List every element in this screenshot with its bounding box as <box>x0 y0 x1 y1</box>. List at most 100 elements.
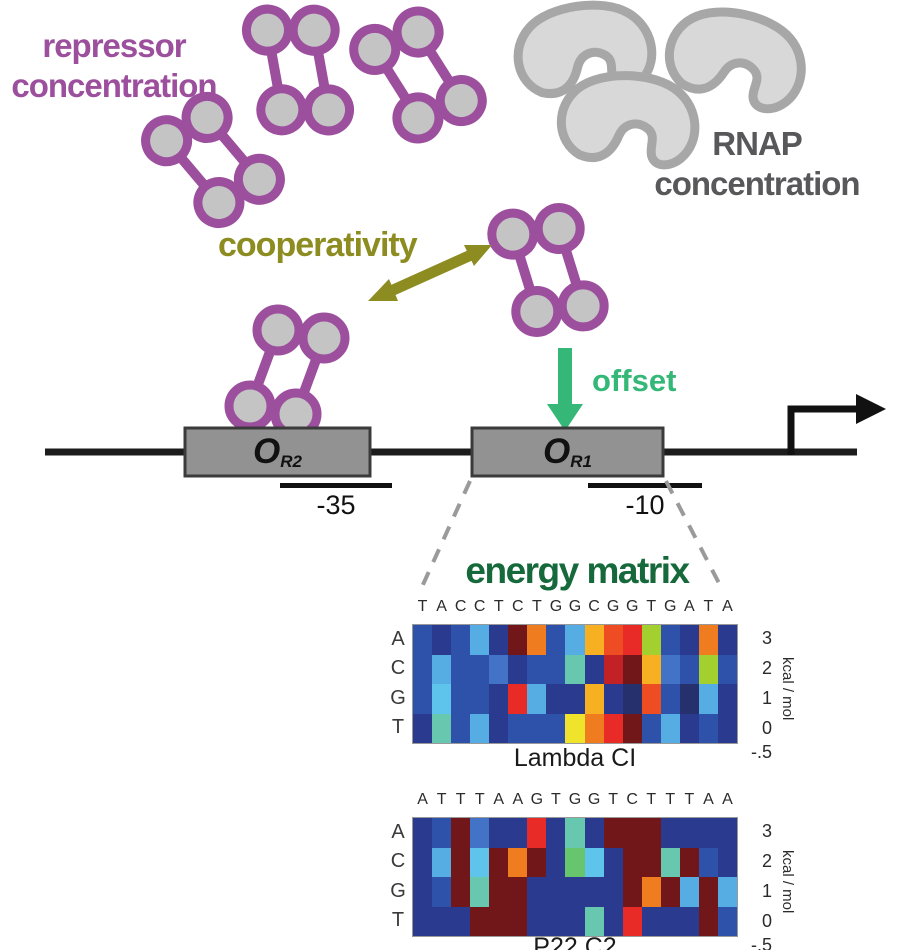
matrix-cell <box>698 654 718 684</box>
matrix-cell <box>622 684 642 714</box>
matrix-cell <box>641 847 661 877</box>
matrix-cell <box>508 713 528 743</box>
matrix-cell <box>603 654 623 684</box>
zoom-dash-left <box>419 480 472 590</box>
sequence-letter: C <box>626 791 638 808</box>
sequence-letter: A <box>684 598 695 615</box>
sequence-letter: T <box>493 598 504 615</box>
promoter-arrow <box>787 394 886 455</box>
matrix-cell <box>641 654 661 684</box>
matrix-cell <box>527 877 547 907</box>
matrix-cell <box>603 877 623 907</box>
row-label-a: A <box>391 627 405 650</box>
scale-tick: 3 <box>761 821 772 841</box>
matrix-cell <box>603 684 623 714</box>
matrix-cell <box>584 684 604 714</box>
matrix-cell <box>698 847 718 877</box>
matrix-cell <box>546 625 566 655</box>
matrix-cell <box>565 847 585 877</box>
minus10-label: -10 <box>625 490 665 520</box>
row-label-g: G <box>390 879 406 902</box>
rnap-label-line2: concentration <box>654 165 860 202</box>
scale-tick: 1 <box>761 881 772 901</box>
matrix-cell <box>679 684 699 714</box>
sequence-letter: G <box>568 791 582 808</box>
matrix-cell <box>641 818 661 848</box>
sequence-letter: T <box>551 791 561 808</box>
matrix-cell <box>508 847 528 877</box>
matrix-cell <box>489 625 509 655</box>
matrix-cell <box>698 684 718 714</box>
matrix-cell <box>527 654 547 684</box>
matrix-cell <box>527 625 547 655</box>
sequence-letter: T <box>455 791 466 808</box>
sequence-letter: C <box>454 598 467 615</box>
matrix-cell <box>432 713 452 743</box>
matrix-cell <box>698 713 718 743</box>
matrix-cell <box>565 906 585 936</box>
matrix-cell <box>451 684 471 714</box>
repressor-label-line2: concentration <box>11 67 217 104</box>
sequence-letter: T <box>531 598 542 615</box>
matrix-cell <box>527 818 547 848</box>
matrix-cell <box>432 877 452 907</box>
matrix-cell <box>565 713 585 743</box>
repressor-concentration-label: repressor concentration <box>0 26 228 106</box>
matrix-grid-p22-c2 <box>412 817 738 937</box>
matrix-cell <box>622 818 642 848</box>
operator-or2-main: O <box>253 432 281 471</box>
sequence-letter: A <box>512 791 524 808</box>
matrix-cell <box>679 625 699 655</box>
sequence-letter: G <box>625 598 639 615</box>
matrix-cell <box>641 713 661 743</box>
matrix-cell <box>508 684 528 714</box>
matrix-cell <box>451 906 471 936</box>
sequence-letter: C <box>588 598 600 615</box>
matrix-cell <box>660 877 680 907</box>
scale-tick: 2 <box>761 658 772 678</box>
matrix-cell <box>717 877 737 907</box>
scale-unit: kcal / mol <box>779 850 796 914</box>
sequence-letter: G <box>587 791 601 808</box>
matrix-cell <box>546 847 566 877</box>
matrix-cell <box>413 877 433 907</box>
sequence-letter: T <box>684 791 695 808</box>
zoom-dash-right <box>664 480 724 590</box>
matrix-cell <box>679 713 699 743</box>
matrix-cell <box>451 713 471 743</box>
sequence-letter: C <box>512 598 524 615</box>
sequence-letter: G <box>568 598 582 615</box>
matrix-cell <box>679 877 699 907</box>
matrix-cell <box>660 684 680 714</box>
matrix-cell <box>546 713 566 743</box>
matrix-cell <box>698 906 718 936</box>
matrix-cell <box>470 877 490 907</box>
matrix-cell <box>432 625 452 655</box>
operator-or2-sub: R2 <box>280 452 302 471</box>
matrix-cell <box>565 877 585 907</box>
sequence-letter: T <box>417 598 428 615</box>
matrix-cell <box>565 818 585 848</box>
matrix-cell <box>413 713 433 743</box>
matrix-cell <box>470 684 490 714</box>
matrix-cell <box>470 713 490 743</box>
matrix-cell <box>413 906 433 936</box>
matrix-cell <box>451 654 471 684</box>
matrix-cell <box>508 654 528 684</box>
matrix-cell <box>584 906 604 936</box>
matrix-cell <box>489 906 509 936</box>
matrix-cell <box>717 713 737 743</box>
matrix-cell <box>660 906 680 936</box>
sequence-letter: A <box>703 791 714 808</box>
matrix-cell <box>451 818 471 848</box>
matrix-cell <box>546 877 566 907</box>
matrix-cell <box>489 847 509 877</box>
minus35-label: -35 <box>316 490 356 520</box>
sequence-letter: C <box>473 598 486 615</box>
matrix-cell <box>451 625 471 655</box>
matrix-cell <box>470 654 490 684</box>
matrix-cell <box>698 818 718 848</box>
scale-tick: 3 <box>761 628 772 648</box>
